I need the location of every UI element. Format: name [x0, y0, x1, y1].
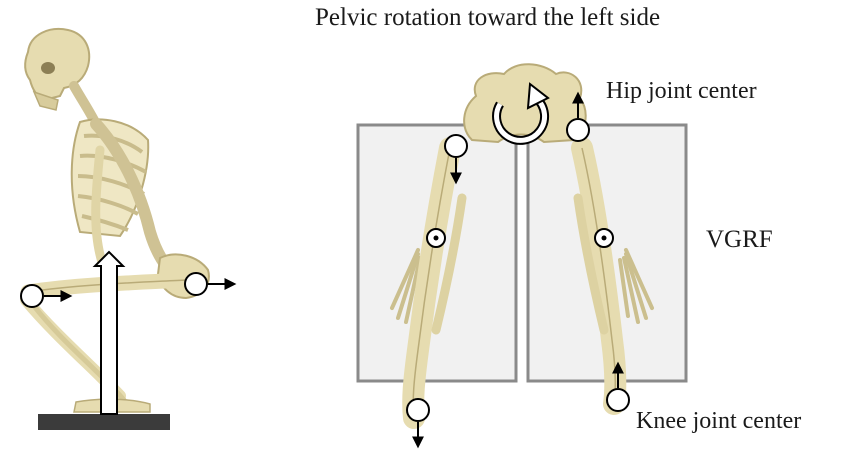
hip-joint-center-label: Hip joint center: [606, 78, 757, 105]
side-view-skeleton: [21, 29, 234, 430]
vgrf-marker-right: [595, 229, 613, 247]
vgrf-marker-left: [427, 229, 445, 247]
front-view: [358, 64, 686, 446]
force-plate: [38, 414, 170, 430]
figure-title: Pelvic rotation toward the left side: [315, 4, 660, 32]
vgrf-label: VGRF: [706, 226, 773, 254]
knee-joint-center-label: Knee joint center: [636, 408, 801, 435]
cervical-spine: [74, 86, 96, 124]
